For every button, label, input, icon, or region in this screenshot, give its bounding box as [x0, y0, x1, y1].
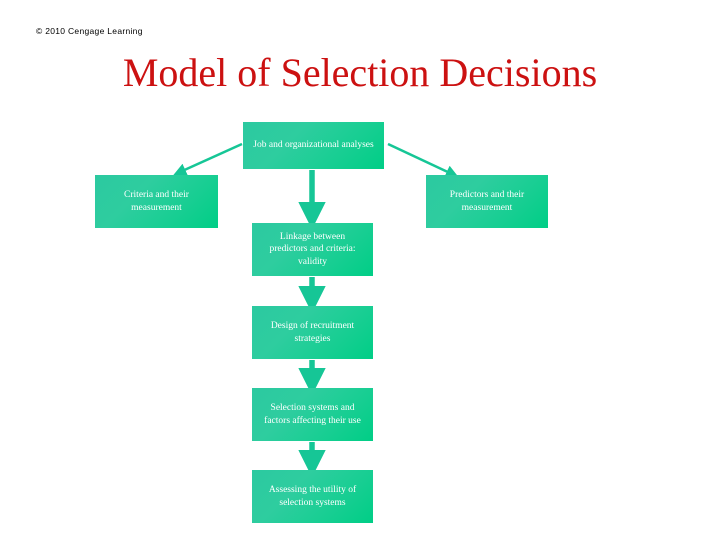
- flow-node-systems: Selection systems and factors affecting …: [252, 388, 373, 441]
- page-title: Model of Selection Decisions: [122, 50, 598, 95]
- flow-node-criteria: Criteria and their measurement: [95, 175, 218, 228]
- flow-node-predictors: Predictors and their measurement: [426, 175, 548, 228]
- flow-node-design: Design of recruitment strategies: [252, 306, 373, 359]
- arrow-job-to-predictors: [387, 142, 459, 178]
- flow-node-criteria-label: Criteria and their measurement: [124, 190, 189, 213]
- flow-node-design-label: Design of recruitment strategies: [270, 321, 355, 344]
- flow-node-job-label: Job and organizational analyses: [253, 140, 374, 151]
- copyright-notice: © 2010 Cengage Learning: [36, 26, 143, 36]
- flow-node-predictors-label: Predictors and their measurement: [449, 190, 525, 213]
- arrow-job-to-criteria: [173, 142, 243, 176]
- flow-node-linkage-label: Linkage between predictors and criteria:…: [269, 231, 356, 267]
- flow-node-utility: Assessing the utility of selection syste…: [252, 470, 373, 523]
- flow-node-linkage: Linkage between predictors and criteria:…: [252, 223, 373, 276]
- flow-node-job: Job and organizational analyses: [243, 122, 384, 169]
- flow-node-systems-label: Selection systems and factors affecting …: [264, 403, 361, 426]
- flow-node-utility-label: Assessing the utility of selection syste…: [268, 485, 357, 508]
